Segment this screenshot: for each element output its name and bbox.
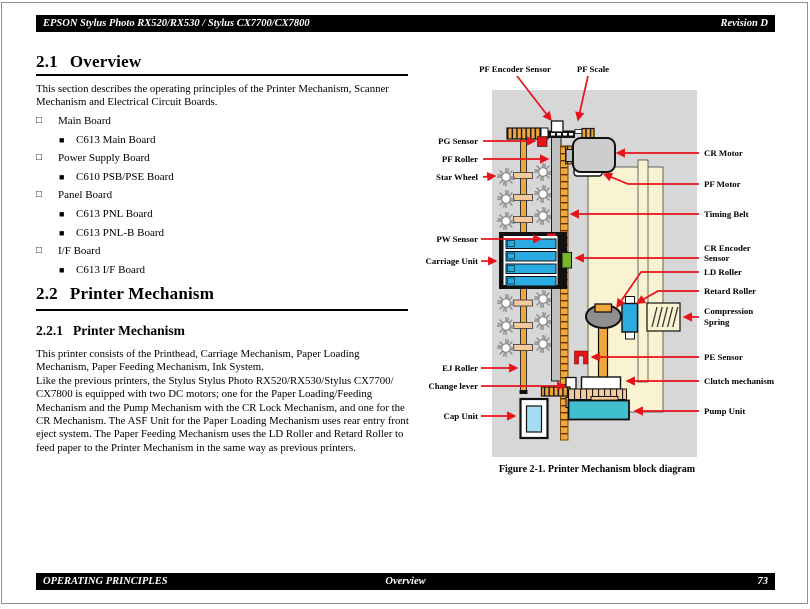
subsection-title: Printer Mechanism [73,323,185,338]
square-bullet-icon: □ [36,245,43,257]
label-clutch-mechanism: Clutch mechanism [704,376,775,386]
label-timing-belt: Timing Belt [704,209,749,219]
label-pf-encoder-sensor: PF Encoder Sensor [479,64,551,74]
filled-square-bullet-icon: ■ [59,227,65,238]
retard-roller-shape [621,296,639,340]
list-item: □ I/F Board [36,242,174,261]
list-item-label: C610 PSB/PSE Board [76,170,174,183]
label-pw-sensor: PW Sensor [436,234,478,244]
list-item-label: Main Board [58,115,111,127]
list-item-label: C613 PNL Board [76,207,153,220]
compression-spring-shape [646,302,681,332]
paragraph-line: Mechanism and Electrical Circuit Boards. [36,96,218,109]
frame-guide-strip-shape [637,159,649,383]
label-pf-roller: PF Roller [442,154,478,164]
label-compression-spring-2: Spring [704,317,730,327]
list-item: ■ C613 Main Board [36,131,174,150]
subsection-number: 2.2.1 [36,323,63,338]
carriage-unit-shape [499,232,572,289]
square-bullet-icon: □ [36,152,43,164]
header-revision: Revision D [720,18,768,29]
list-item: ■ C610 PSB/PSE Board [36,168,174,187]
header-bar: EPSON Stylus Photo RX520/RX530 / Stylus … [36,15,775,32]
paragraph-line: eject system. The Paper Feeding Mechanis… [36,428,404,441]
label-pg-sensor: PG Sensor [438,136,478,146]
heading-rule [36,74,408,76]
footer-bar: OPERATING PRINCIPLES Overview 73 [36,573,775,590]
filled-square-bullet-icon: ■ [59,171,65,182]
list-item: ■ C613 I/F Board [36,261,174,280]
pw-sensor-shape [547,233,556,236]
paragraph-line: Mechanism, Paper Feeding Mechanism, Ink … [36,361,264,374]
footer-section: Overview [385,576,426,587]
label-change-lever: Change lever [428,381,478,391]
header-title: EPSON Stylus Photo RX520/RX530 / Stylus … [43,18,310,29]
section-heading-overview: 2.1 Overview [36,52,141,72]
pf-encoder-sensor-shape [550,120,564,133]
subsection-heading: 2.2.1 Printer Mechanism [36,323,185,339]
paper-guide-crossbars-shape [513,172,533,351]
pump-unit-shape [567,399,630,421]
label-star-wheel: Star Wheel [436,172,479,182]
label-pf-motor: PF Motor [704,179,741,189]
board-list: □ Main Board ■ C613 Main Board □ Power Supp… [36,112,174,279]
pg-sensor-shape [537,136,548,147]
label-cap-unit: Cap Unit [444,411,479,421]
list-item-label: Power Supply Board [58,152,150,165]
printer-mechanism-diagram: PF Encoder Sensor PF Scale PG Sensor PF … [425,64,775,475]
square-bullet-icon: □ [36,189,43,201]
ld-roller-shape [585,303,622,380]
printer-mechanism-body: This printer consists of the Printhead, … [36,348,409,455]
label-pf-scale: PF Scale [577,64,609,74]
square-bullet-icon: □ [36,115,43,126]
label-pump-unit: Pump Unit [704,406,745,416]
paragraph-line: CX7800 is equipped with two DC motors; o… [36,388,373,401]
label-compression-spring: Compression [704,306,753,316]
paragraph-line: CR Mechanism. The ASF Unit for the Paper… [36,414,409,427]
paragraph-line: Like the previous printers, the Stylus S… [36,374,394,387]
timing-belt-shape [560,145,569,441]
filled-square-bullet-icon: ■ [59,134,65,145]
cap-unit-shape [519,397,549,440]
heading-rule [36,309,408,311]
label-cr-encoder-sensor: CR Encoder [704,243,751,253]
list-item: ■ C613 PNL Board [36,205,174,224]
label-ej-roller: EJ Roller [442,363,478,373]
filled-square-bullet-icon: ■ [59,208,65,219]
list-item-label: I/F Board [58,245,101,258]
list-item-label: C613 I/F Board [76,263,146,276]
section-number: 2.2 [36,284,58,303]
label-ld-roller: LD Roller [704,267,742,277]
paragraph-line: This section describes the operating pri… [36,83,389,95]
list-item-label: C613 Main Board [76,133,156,146]
cr-encoder-sensor-shape [561,252,572,269]
cr-motor-shape [572,137,616,173]
label-pe-sensor: PE Sensor [704,352,743,362]
paragraph-line: feed paper to the Printer Mechanism in t… [36,441,356,454]
list-item: ■ C613 PNL-B Board [36,224,174,243]
section-title: Printer Mechanism [69,284,215,303]
list-item: □ Panel Board [36,186,174,205]
figure-caption: Figure 2-1. Printer Mechanism block diag… [499,464,696,475]
footer-chapter: OPERATING PRINCIPLES [43,576,168,587]
list-item: □ Power Supply Board [36,149,174,168]
list-item-label: C613 PNL-B Board [76,226,164,239]
list-item-label: Panel Board [58,189,113,202]
label-retard-roller: Retard Roller [704,286,756,296]
filled-square-bullet-icon: ■ [59,264,65,275]
overview-intro: This section describes the operating pri… [36,83,389,110]
list-item: □ Main Board [36,112,174,131]
callout-arrows [481,75,699,421]
section-heading-printer-mechanism: 2.2 Printer Mechanism [36,284,214,304]
paragraph-line: This printer consists of the Printhead, … [36,348,360,360]
section-number: 2.1 [36,52,58,71]
section-title: Overview [69,52,142,71]
footer-page-number: 73 [757,576,769,587]
pe-sensor-shape [574,350,589,365]
label-cr-motor: CR Motor [704,148,743,158]
label-cr-encoder-sensor-2: Sensor [704,253,730,263]
label-carriage-unit: Carriage Unit [425,256,478,266]
paragraph-line: Mechanism and the Pump Mechanism with th… [36,401,405,414]
